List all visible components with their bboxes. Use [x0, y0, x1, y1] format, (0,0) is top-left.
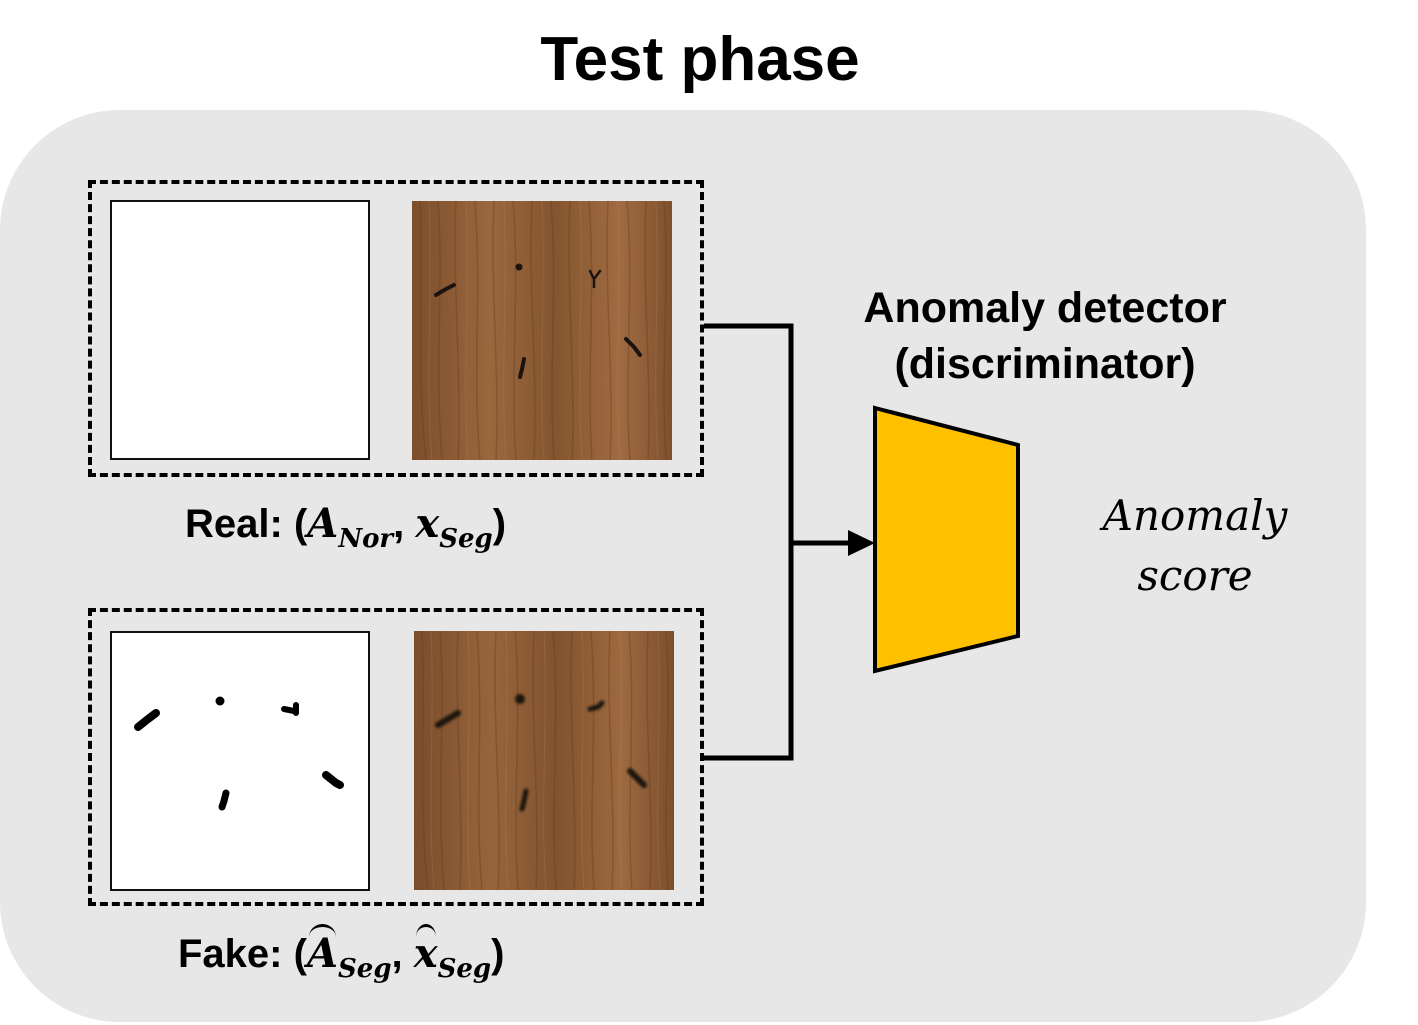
fake-segmented-wood-image	[414, 631, 674, 890]
anomaly-score-line2: score	[1137, 551, 1253, 600]
real-normal-mask-image	[110, 200, 370, 460]
detector-label-line2: (discriminator)	[894, 340, 1196, 388]
real-x-subscript: Seg	[439, 524, 493, 554]
real-pair-group	[88, 180, 704, 477]
fake-pair-caption: Fake: (ASeg, xSeg)	[178, 924, 505, 984]
anomaly-score-line1: Anomaly	[1102, 491, 1288, 540]
detector-label: Anomaly detector (discriminator)	[820, 280, 1270, 392]
fake-a-subscript: Seg	[338, 954, 392, 984]
fake-x-hat-symbol: x	[413, 924, 438, 977]
diagram-title: Test phase	[540, 25, 860, 94]
fake-caption-label: Fake:	[178, 932, 283, 976]
fake-separator: ,	[391, 932, 414, 976]
real-x-symbol: x	[415, 500, 440, 547]
anomaly-detector-trapezoid	[873, 405, 1020, 674]
input-arrowhead	[848, 530, 875, 556]
anomaly-score-label: Anomaly score	[1080, 486, 1310, 606]
fake-close-paren: )	[491, 932, 505, 976]
real-caption-label: Real:	[185, 502, 283, 546]
real-pair-caption: Real: (ANor, xSeg)	[185, 500, 506, 554]
fake-open-paren: (	[293, 932, 307, 976]
fake-a-hat-symbol: A	[306, 924, 338, 977]
real-segmented-wood-image	[412, 201, 672, 460]
fake-x-subscript: Seg	[437, 954, 492, 984]
fake-segmentation-mask-image	[110, 631, 370, 891]
real-a-symbol: A	[307, 500, 339, 547]
detector-label-line1: Anomaly detector	[863, 284, 1227, 332]
real-a-subscript: Nor	[338, 524, 394, 554]
real-separator: ,	[393, 502, 416, 546]
real-close-paren: )	[492, 502, 507, 546]
real-open-paren: (	[293, 502, 308, 546]
real-connector-line	[704, 323, 794, 761]
fake-pair-group	[88, 608, 704, 906]
